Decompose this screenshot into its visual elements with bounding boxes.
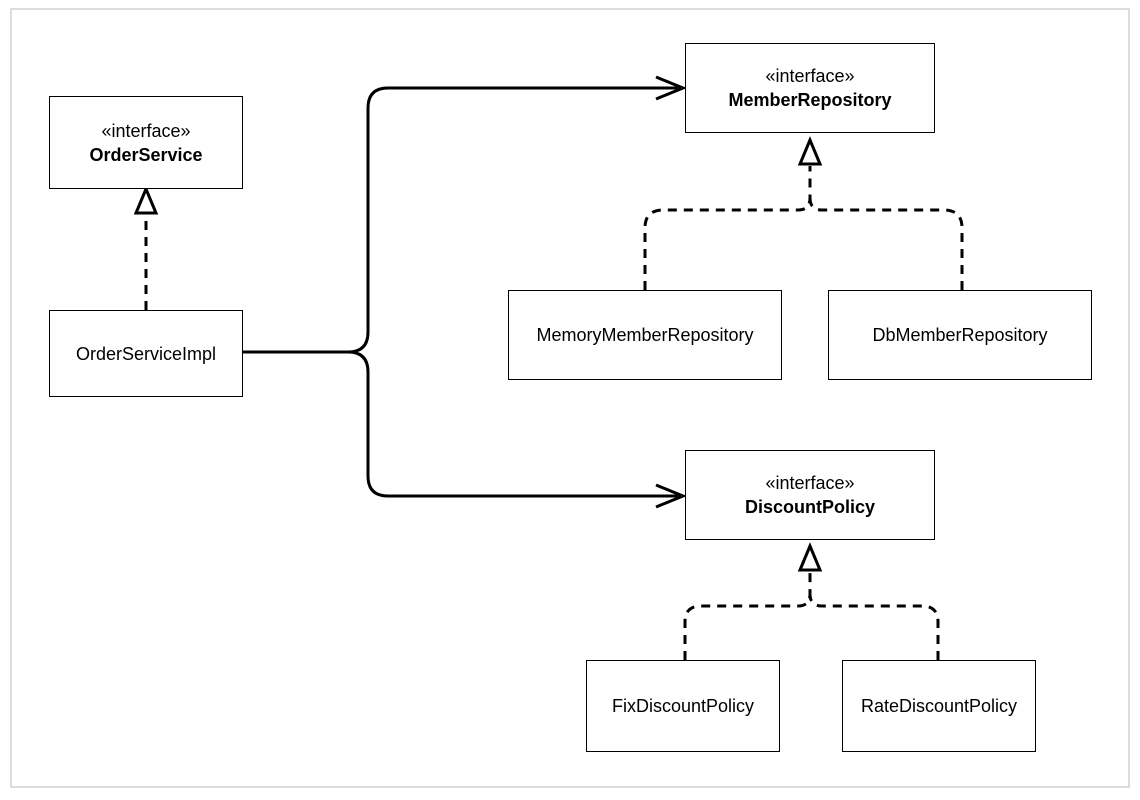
dependency-line-member-repository <box>243 86 680 354</box>
db-member-repository-box: DbMemberRepository <box>828 290 1092 380</box>
order-service-impl-box: OrderServiceImpl <box>49 310 243 397</box>
interface-name: DiscountPolicy <box>744 497 876 517</box>
fix-discount-policy-box: FixDiscountPolicy <box>586 660 780 752</box>
dependency-line-discount-policy <box>347 350 680 498</box>
interface-name: OrderService <box>89 144 203 165</box>
stereotype-label: «interface» <box>101 120 191 141</box>
edge-discount-policy-realizations <box>683 542 940 660</box>
realization-line-rate-discount-policy <box>808 593 940 660</box>
realization-arrowhead <box>133 185 159 215</box>
edge-member-repository-realizations <box>643 136 964 290</box>
realization-arrowhead-discount-policy <box>797 542 823 572</box>
discount-policy-interface-box: «interface» DiscountPolicy <box>685 450 935 540</box>
dependency-arrowhead-discount-policy <box>655 483 687 509</box>
stereotype-label: «interface» <box>765 66 855 86</box>
class-name: MemoryMemberRepository <box>536 325 754 345</box>
member-repository-interface-box: «interface» MemberRepository <box>685 43 935 133</box>
realization-line-db-member-repository <box>808 197 964 290</box>
edge-orderserviceimpl-depends-on-repositories <box>243 75 687 509</box>
class-name: RateDiscountPolicy <box>860 696 1018 716</box>
dependency-arrowhead-member-repository <box>655 75 687 101</box>
class-name: OrderServiceImpl <box>75 343 217 364</box>
interface-name: MemberRepository <box>728 90 892 110</box>
stereotype-label: «interface» <box>765 473 855 493</box>
class-name: FixDiscountPolicy <box>611 696 755 716</box>
class-name: DbMemberRepository <box>872 325 1048 345</box>
realization-arrowhead-member-repository <box>797 136 823 166</box>
rate-discount-policy-box: RateDiscountPolicy <box>842 660 1036 752</box>
order-service-interface-box: «interface» OrderService <box>49 96 243 189</box>
memory-member-repository-box: MemoryMemberRepository <box>508 290 782 380</box>
realization-line-memory-member-repository <box>643 166 812 290</box>
realization-line-fix-discount-policy <box>683 572 812 660</box>
edge-orderserviceimpl-realizes-orderservice <box>133 185 159 310</box>
